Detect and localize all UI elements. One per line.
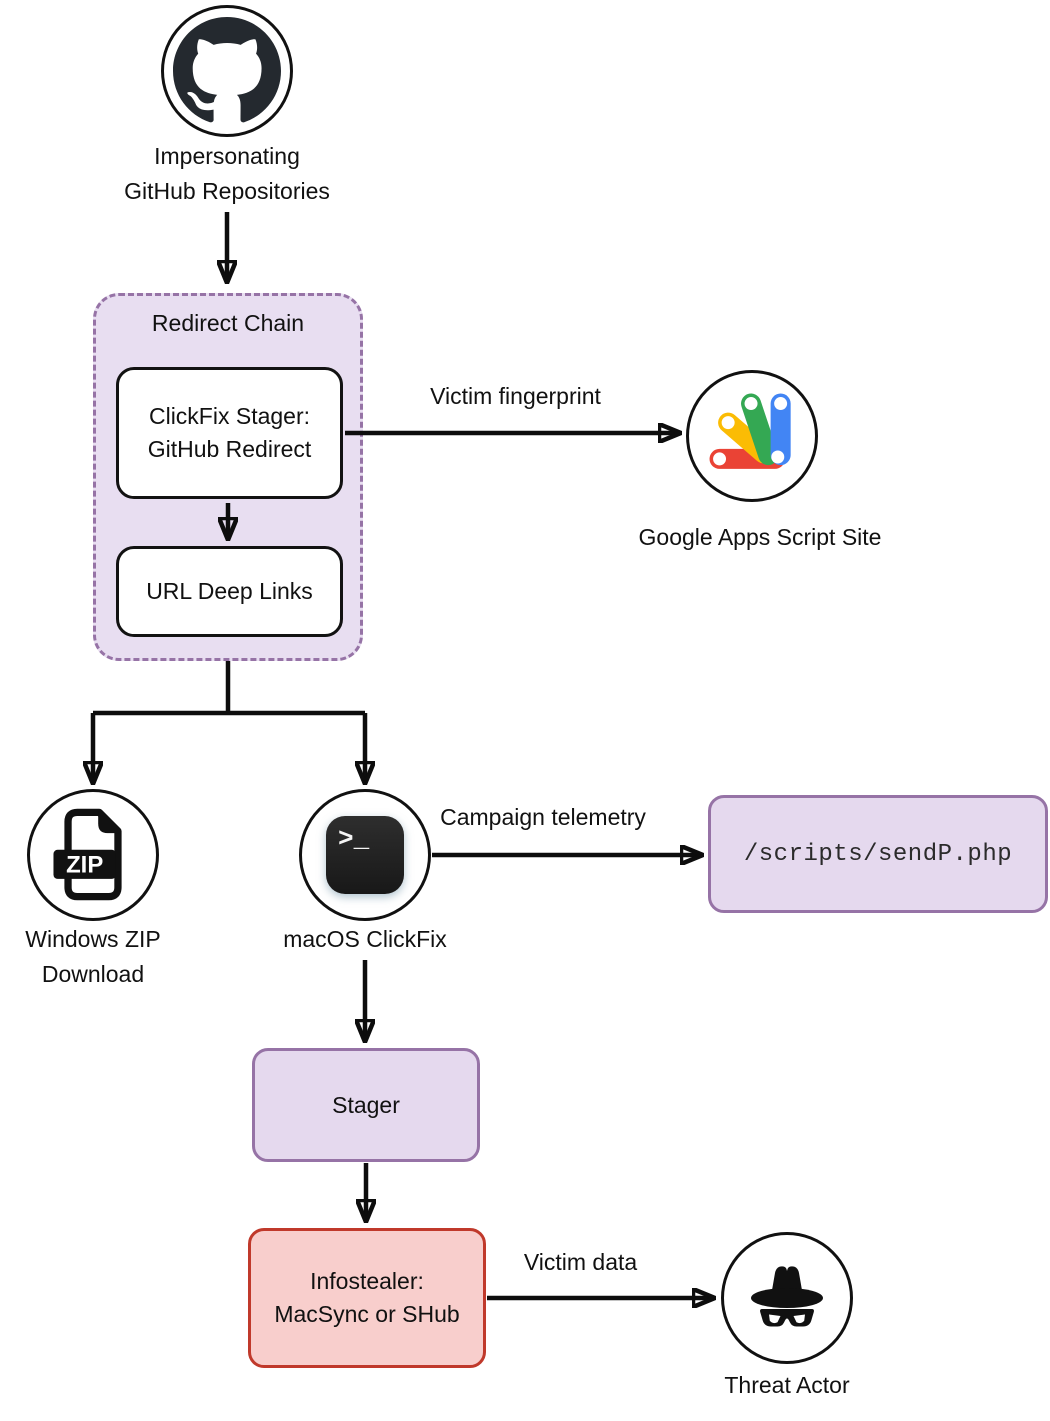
google-apps-script-icon — [709, 393, 791, 469]
redirect-chain-title: Redirect Chain — [151, 310, 305, 336]
macos-clickfix-label: macOS ClickFix — [283, 926, 447, 952]
threat-actor-node — [721, 1232, 853, 1364]
zip-file-icon: ZIP — [53, 808, 122, 901]
stager-node: Stager — [252, 1048, 480, 1162]
windows-zip-node: ZIP — [27, 789, 159, 921]
github-icon — [173, 17, 281, 123]
campaign-telemetry-label: Campaign telemetry — [440, 804, 646, 830]
google-apps-script-node — [686, 370, 818, 502]
victim-data-label: Victim data — [523, 1249, 638, 1275]
google-apps-script-label: Google Apps Script Site — [638, 524, 882, 550]
terminal-icon: >_ — [326, 816, 404, 894]
url-deep-links-node: URL Deep Links — [116, 546, 343, 637]
sendp-endpoint-node: /scripts/sendP.php — [708, 795, 1048, 913]
github-node-label: Impersonating GitHub Repositories — [124, 143, 330, 204]
spy-icon — [751, 1266, 823, 1327]
threat-actor-label: Threat Actor — [724, 1372, 850, 1398]
svg-text:ZIP: ZIP — [66, 852, 103, 879]
github-node — [161, 5, 293, 137]
victim-fingerprint-label: Victim fingerprint — [430, 383, 601, 409]
windows-zip-label: Windows ZIP Download — [25, 926, 161, 987]
edge-branch-trunk — [93, 661, 365, 716]
clickfix-stager-node: ClickFix Stager: GitHub Redirect — [116, 367, 343, 499]
infostealer-node: Infostealer: MacSync or SHub — [248, 1228, 486, 1368]
macos-clickfix-node: >_ — [299, 789, 431, 921]
